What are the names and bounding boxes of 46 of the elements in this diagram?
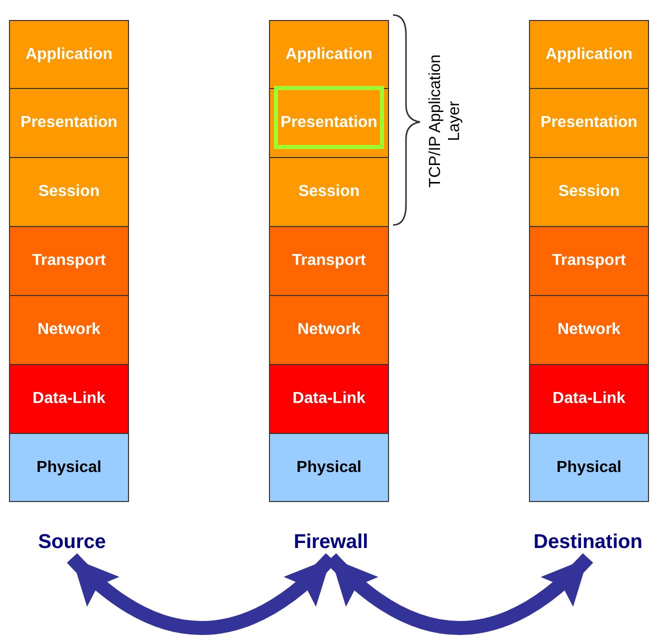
layer-box: [269, 433, 389, 502]
layer-box: [269, 20, 389, 89]
layer-box: [529, 226, 649, 296]
layer-box: [529, 88, 649, 158]
layer-label: Network: [37, 321, 101, 339]
layer-box: [269, 88, 389, 158]
layer-box: [269, 226, 389, 296]
layer-label: Application: [25, 46, 113, 64]
layer-box: [529, 295, 649, 365]
layer-label: Application: [545, 46, 633, 64]
layer-label: Physical: [296, 458, 362, 476]
layer-box: [269, 364, 389, 434]
layer-label: Physical: [556, 458, 622, 476]
endpoint-label: Destination: [534, 530, 642, 554]
layer-box: [529, 364, 649, 434]
layer-label: Transport: [32, 252, 106, 270]
layer-label: Network: [557, 321, 621, 339]
layer-box: [269, 157, 389, 227]
layer-label: Data-Link: [552, 390, 626, 408]
endpoint-label: Source: [38, 530, 106, 554]
layer-box: [9, 20, 129, 89]
layer-label: Transport: [292, 252, 366, 270]
layer-label: Transport: [552, 252, 626, 270]
bracket-label: TCP/IP Application Layer: [426, 53, 464, 190]
layer-box: [9, 88, 129, 158]
layer-label: Application: [285, 46, 373, 64]
layer-label: Presentation: [540, 114, 638, 132]
layer-label: Data-Link: [292, 390, 366, 408]
layer-box: [269, 295, 389, 365]
layer-label: Physical: [36, 458, 102, 476]
layer-label: Network: [297, 321, 361, 339]
layer-label: Session: [38, 183, 100, 201]
layer-box: [529, 20, 649, 89]
layer-box: [9, 226, 129, 296]
layer-label: Presentation: [280, 114, 378, 132]
layer-box: [9, 433, 129, 502]
layer-label: Presentation: [20, 114, 118, 132]
endpoint-label: Firewall: [294, 530, 368, 554]
layer-box: [9, 157, 129, 227]
layer-box: [9, 364, 129, 434]
layer-label: Session: [558, 183, 620, 201]
layer-box: [9, 295, 129, 365]
layer-box: [529, 433, 649, 502]
layer-label: Session: [298, 183, 360, 201]
layer-label: Data-Link: [32, 390, 106, 408]
layer-box: [529, 157, 649, 227]
